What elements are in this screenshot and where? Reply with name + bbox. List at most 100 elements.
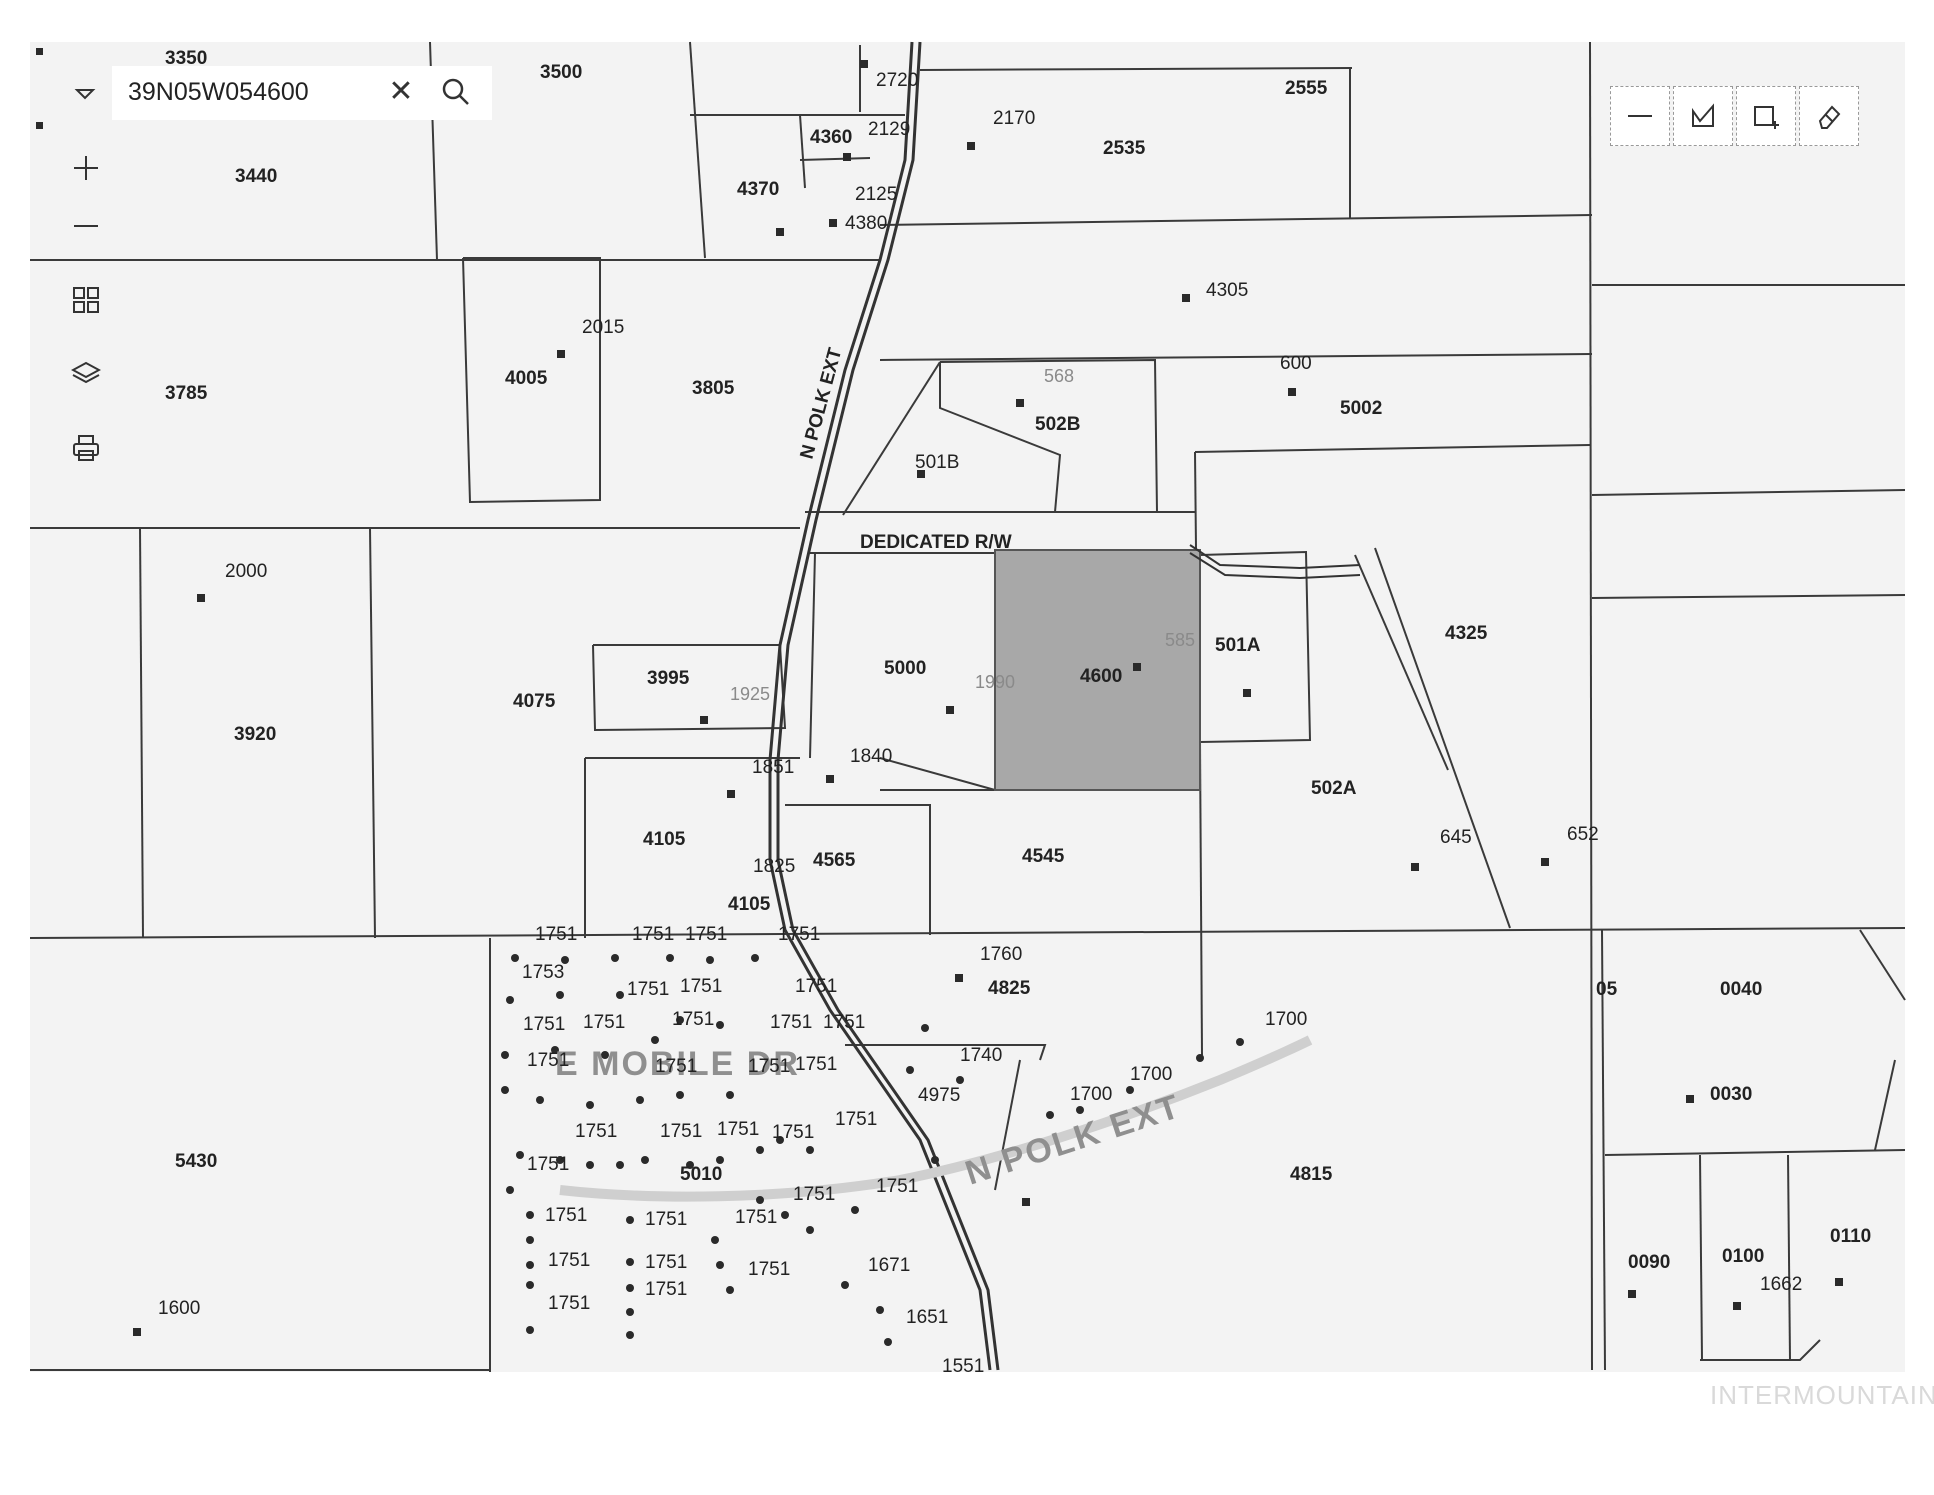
lot-points bbox=[36, 48, 1843, 1346]
parcel-label: 1840 bbox=[850, 746, 892, 767]
lot-label: 1751 bbox=[535, 924, 577, 945]
eraser-icon[interactable] bbox=[1799, 86, 1859, 146]
parcel-label: 501B bbox=[915, 452, 959, 473]
parcel-label: 501A bbox=[1215, 635, 1261, 656]
search-input[interactable]: 39N05W054600 bbox=[128, 78, 309, 106]
parcel-label: 3805 bbox=[692, 378, 735, 399]
parcel-label: 2535 bbox=[1103, 138, 1146, 159]
parcel-label: 600 bbox=[1280, 353, 1312, 374]
parcel-label: 5430 bbox=[175, 1151, 217, 1172]
parcel-label: 1671 bbox=[868, 1255, 910, 1276]
parcel-label: 1851 bbox=[752, 757, 794, 778]
parcel-label: 645 bbox=[1440, 827, 1472, 848]
lot-label: 1751 bbox=[835, 1109, 877, 1130]
parcel-label: 0040 bbox=[1720, 979, 1762, 1000]
basemap-grid-icon[interactable] bbox=[64, 278, 108, 322]
draw-rectangle-icon[interactable] bbox=[1736, 86, 1796, 146]
parcel-label: 3995 bbox=[647, 668, 690, 689]
parcel-label: 4105 bbox=[728, 894, 771, 915]
parcel-label: 4825 bbox=[988, 978, 1031, 999]
layers-icon[interactable] bbox=[64, 352, 108, 396]
lot-label: 1751 bbox=[645, 1252, 687, 1273]
parcel-label: 4005 bbox=[505, 368, 548, 389]
search-icon[interactable] bbox=[440, 76, 472, 108]
parcel-label: 1740 bbox=[960, 1045, 1002, 1066]
lot-label: 1751 bbox=[523, 1014, 565, 1035]
lot-label: 1751 bbox=[548, 1250, 590, 1271]
parcel-label: 0110 bbox=[1830, 1226, 1871, 1247]
parcel-label: 4325 bbox=[1445, 623, 1488, 644]
lot-label: 1751 bbox=[645, 1209, 687, 1230]
lot-label: 1751 bbox=[527, 1050, 569, 1071]
parcel-label: 502B bbox=[1035, 414, 1080, 435]
lot-label: 1751 bbox=[632, 924, 674, 945]
dropdown-icon[interactable] bbox=[74, 84, 96, 104]
zoom-out-icon[interactable] bbox=[64, 204, 108, 248]
parcel-label: 4305 bbox=[1206, 280, 1248, 301]
parcel-label: 4075 bbox=[513, 691, 556, 712]
road-n-polk bbox=[768, 41, 1000, 1371]
parcel-label: 2129 bbox=[868, 119, 910, 140]
parcel-label: 1760 bbox=[980, 944, 1022, 965]
parcel-label: 0030 bbox=[1710, 1084, 1752, 1105]
parcel-label: 4565 bbox=[813, 850, 856, 871]
parcel-label: 1925 bbox=[730, 684, 770, 704]
parcel-label: 0090 bbox=[1628, 1252, 1670, 1273]
watermark: INTERMOUNTAIN bbox=[1710, 1380, 1934, 1410]
lot-label: 1751 bbox=[655, 1056, 697, 1077]
parcel-label: 4380 bbox=[845, 213, 887, 234]
parcel-label: 585 bbox=[1165, 630, 1195, 650]
parcel-boundaries bbox=[29, 41, 1906, 1372]
lot-label: 1751 bbox=[778, 924, 820, 945]
parcel-label: 1990 bbox=[975, 672, 1015, 692]
parcel-label-group: 3350 3500 2720 2555 4360 2129 2170 2535 … bbox=[158, 48, 1871, 1377]
lot-label: 1751 bbox=[672, 1009, 714, 1030]
close-icon[interactable]: ✕ bbox=[388, 75, 414, 108]
parcel-label: 1662 bbox=[1760, 1274, 1802, 1295]
lot-label: 1751 bbox=[795, 976, 837, 997]
search-bar[interactable] bbox=[112, 66, 492, 120]
lot-label: 1751 bbox=[748, 1259, 790, 1280]
parcel-label: 1651 bbox=[906, 1307, 948, 1328]
parcel-label: 3785 bbox=[165, 383, 208, 404]
lot-label: 1751 bbox=[685, 924, 727, 945]
highlighted-parcel bbox=[994, 549, 1201, 791]
parcel-label: 4105 bbox=[643, 829, 686, 850]
parcel-label: 1600 bbox=[158, 1298, 200, 1319]
parcel-label: 2555 bbox=[1285, 78, 1328, 99]
draw-line-icon[interactable] bbox=[1610, 86, 1670, 146]
lot-label: 1751 bbox=[583, 1012, 625, 1033]
parcel-label: 568 bbox=[1044, 366, 1074, 386]
parcel-label: 2000 bbox=[225, 561, 267, 582]
parcel-label: 05 bbox=[1596, 979, 1618, 1000]
parcel-label: 2015 bbox=[582, 317, 624, 338]
parcel-label: 1700 bbox=[1130, 1064, 1172, 1085]
parcel-label: 3500 bbox=[540, 62, 582, 83]
parcel-label: 4370 bbox=[737, 179, 779, 200]
parcel-label: 2170 bbox=[993, 108, 1035, 129]
draw-polygon-icon[interactable] bbox=[1673, 86, 1733, 146]
parcel-label: 4545 bbox=[1022, 846, 1065, 867]
road-label-mobile-dr: E MOBILE DR bbox=[555, 1045, 800, 1083]
lot-label: 1751 bbox=[793, 1184, 835, 1205]
zoom-in-icon[interactable] bbox=[64, 146, 108, 190]
parcel-label: 502A bbox=[1311, 778, 1357, 799]
parcel-label: 4815 bbox=[1290, 1164, 1333, 1185]
print-icon[interactable] bbox=[64, 426, 108, 470]
lot-label: 1751 bbox=[770, 1012, 812, 1033]
lot-label: 1751 bbox=[680, 976, 722, 997]
lot-label: 1751 bbox=[876, 1176, 918, 1197]
parcel-label: 5010 bbox=[680, 1164, 722, 1185]
parcel-label: 4600 bbox=[1080, 666, 1122, 687]
lot-label: 1751 bbox=[545, 1205, 587, 1226]
parcel-label: 1700 bbox=[1265, 1009, 1307, 1030]
parcel-label: 0100 bbox=[1722, 1246, 1764, 1267]
parcel-label: 4975 bbox=[918, 1085, 960, 1106]
lot-label: 1751 bbox=[823, 1012, 865, 1033]
lot-label: 1751 bbox=[717, 1119, 759, 1140]
parcel-label: 5000 bbox=[884, 658, 926, 679]
parcel-label: DEDICATED R/W bbox=[860, 532, 1012, 553]
lot-label: 1751 bbox=[748, 1056, 790, 1077]
lot-label: 1751 bbox=[527, 1154, 569, 1175]
